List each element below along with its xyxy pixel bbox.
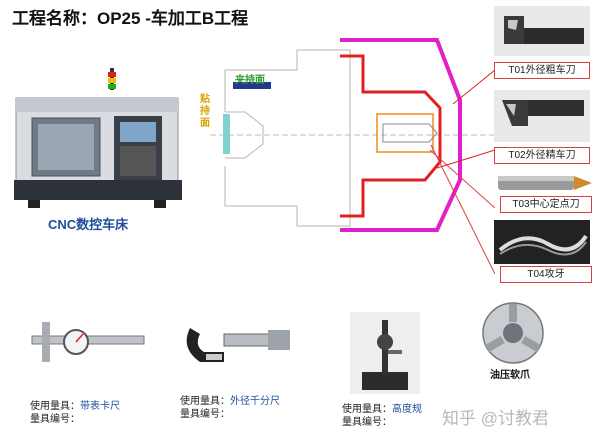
hydraulic-chuck-image — [482, 302, 544, 364]
tool-label-t03: T03中心定点刀 — [500, 196, 592, 213]
chuck-caption: 油压软爪 — [490, 370, 530, 381]
clamp-face-label: 夹持面 — [235, 75, 265, 86]
tool-image-t03 — [498, 176, 592, 190]
dial-caliper-image — [31, 322, 145, 362]
gauge-2-text: 使用量具：外径千分尺 量具编号： — [180, 395, 280, 421]
process-diagram — [210, 38, 495, 275]
tool-label-t04: T04攻牙 — [500, 266, 592, 283]
gauge-2-label: 使用量具： — [180, 396, 230, 407]
cnc-caption: CNC数控车床 — [48, 217, 129, 232]
rough-contour — [340, 54, 442, 218]
gauge-1-value: 带表卡尺 — [80, 401, 120, 412]
watermark: 知乎 @讨教君 — [442, 409, 549, 428]
gauge-3-label: 使用量具： — [342, 404, 392, 415]
tool-image-t01 — [494, 6, 590, 56]
gauge-3-text: 使用量具：高度规 量具编号： — [342, 403, 422, 429]
gauge-3-value: 高度规 — [392, 404, 422, 415]
clamp-bar — [233, 82, 271, 89]
bore-region — [376, 113, 434, 153]
tool-image-t02 — [494, 90, 590, 142]
gauge-3-id-label: 量具编号： — [342, 417, 392, 428]
tool-label-t01: T01外径粗车刀 — [494, 62, 590, 79]
gauge-1-id-label: 量具编号： — [30, 414, 80, 425]
micrometer-image — [186, 328, 290, 362]
gauge-2-id-label: 量具编号： — [180, 409, 230, 420]
page-title: 工程名称：OP25 -车加工B工程 — [12, 9, 249, 28]
cnc-machine-image — [14, 68, 182, 208]
locating-face-label: 贴持面 — [200, 94, 210, 129]
locating-face — [223, 114, 230, 154]
gauge-2-value: 外径千分尺 — [230, 396, 280, 407]
gauge-1-label: 使用量具： — [30, 401, 80, 412]
tool-label-t02: T02外径精车刀 — [494, 147, 590, 164]
tool-image-t04 — [494, 220, 590, 264]
height-gauge-image — [350, 312, 420, 394]
finish-contour — [340, 38, 462, 232]
gauge-1-text: 使用量具：带表卡尺 量具编号： — [30, 400, 120, 426]
